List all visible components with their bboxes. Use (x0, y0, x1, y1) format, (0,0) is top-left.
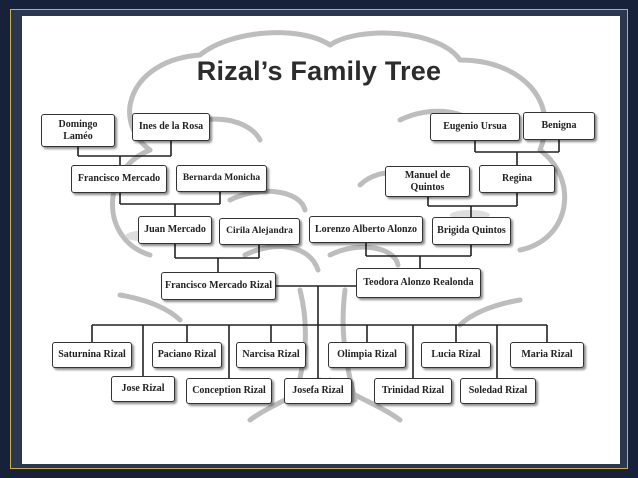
person-josefa-rizal: Josefa Rizal (284, 378, 352, 404)
person-francisco-mercado: Francisco Mercado (71, 165, 167, 193)
person-trinidad-rizal: Trinidad Rizal (374, 378, 452, 404)
person-concepcion-rizal: Conception Rizal (186, 378, 272, 404)
person-regina: Regina (479, 165, 555, 193)
person-ines-de-la-rosa: Ines de la Rosa (132, 113, 210, 141)
person-paciano-rizal: Paciano Rizal (152, 342, 222, 368)
person-juan-mercado: Juan Mercado (138, 216, 212, 244)
person-brigida-quintos: Brigida Quintos (432, 217, 511, 245)
person-olimpia-rizal: Olimpia Rizal (328, 342, 406, 368)
person-narcisa-rizal: Narcisa Rizal (236, 342, 306, 368)
person-eugenio-ursua: Eugenio Ursua (430, 113, 520, 141)
person-soledad-rizal: Soledad Rizal (460, 378, 536, 404)
person-cirila-alejandra: Cirila Alejandra (219, 218, 300, 245)
person-domingo-lameo: Domingo Laméo (41, 114, 115, 147)
person-lucia-rizal: Lucia Rizal (421, 342, 491, 368)
person-lorenzo-alberto-alonzo: Lorenzo Alberto Alonzo (309, 216, 423, 243)
person-teodora-alonzo-realonda: Teodora Alonzo Realonda (356, 268, 481, 298)
person-bernarda-monicha: Bernarda Monicha (176, 165, 267, 192)
person-francisco-mercado-rizal: Francisco Mercado Rizal (161, 272, 276, 300)
page-title: Rizal’s Family Tree (196, 56, 442, 86)
person-maria-rizal: Maria Rizal (510, 342, 584, 368)
person-manuel-de-quintos: Manuel de Quintos (385, 166, 470, 197)
person-saturnina-rizal: Saturnina Rizal (52, 342, 132, 368)
person-benigna: Benigna (523, 112, 595, 140)
person-jose-rizal: Jose Rizal (111, 376, 175, 402)
